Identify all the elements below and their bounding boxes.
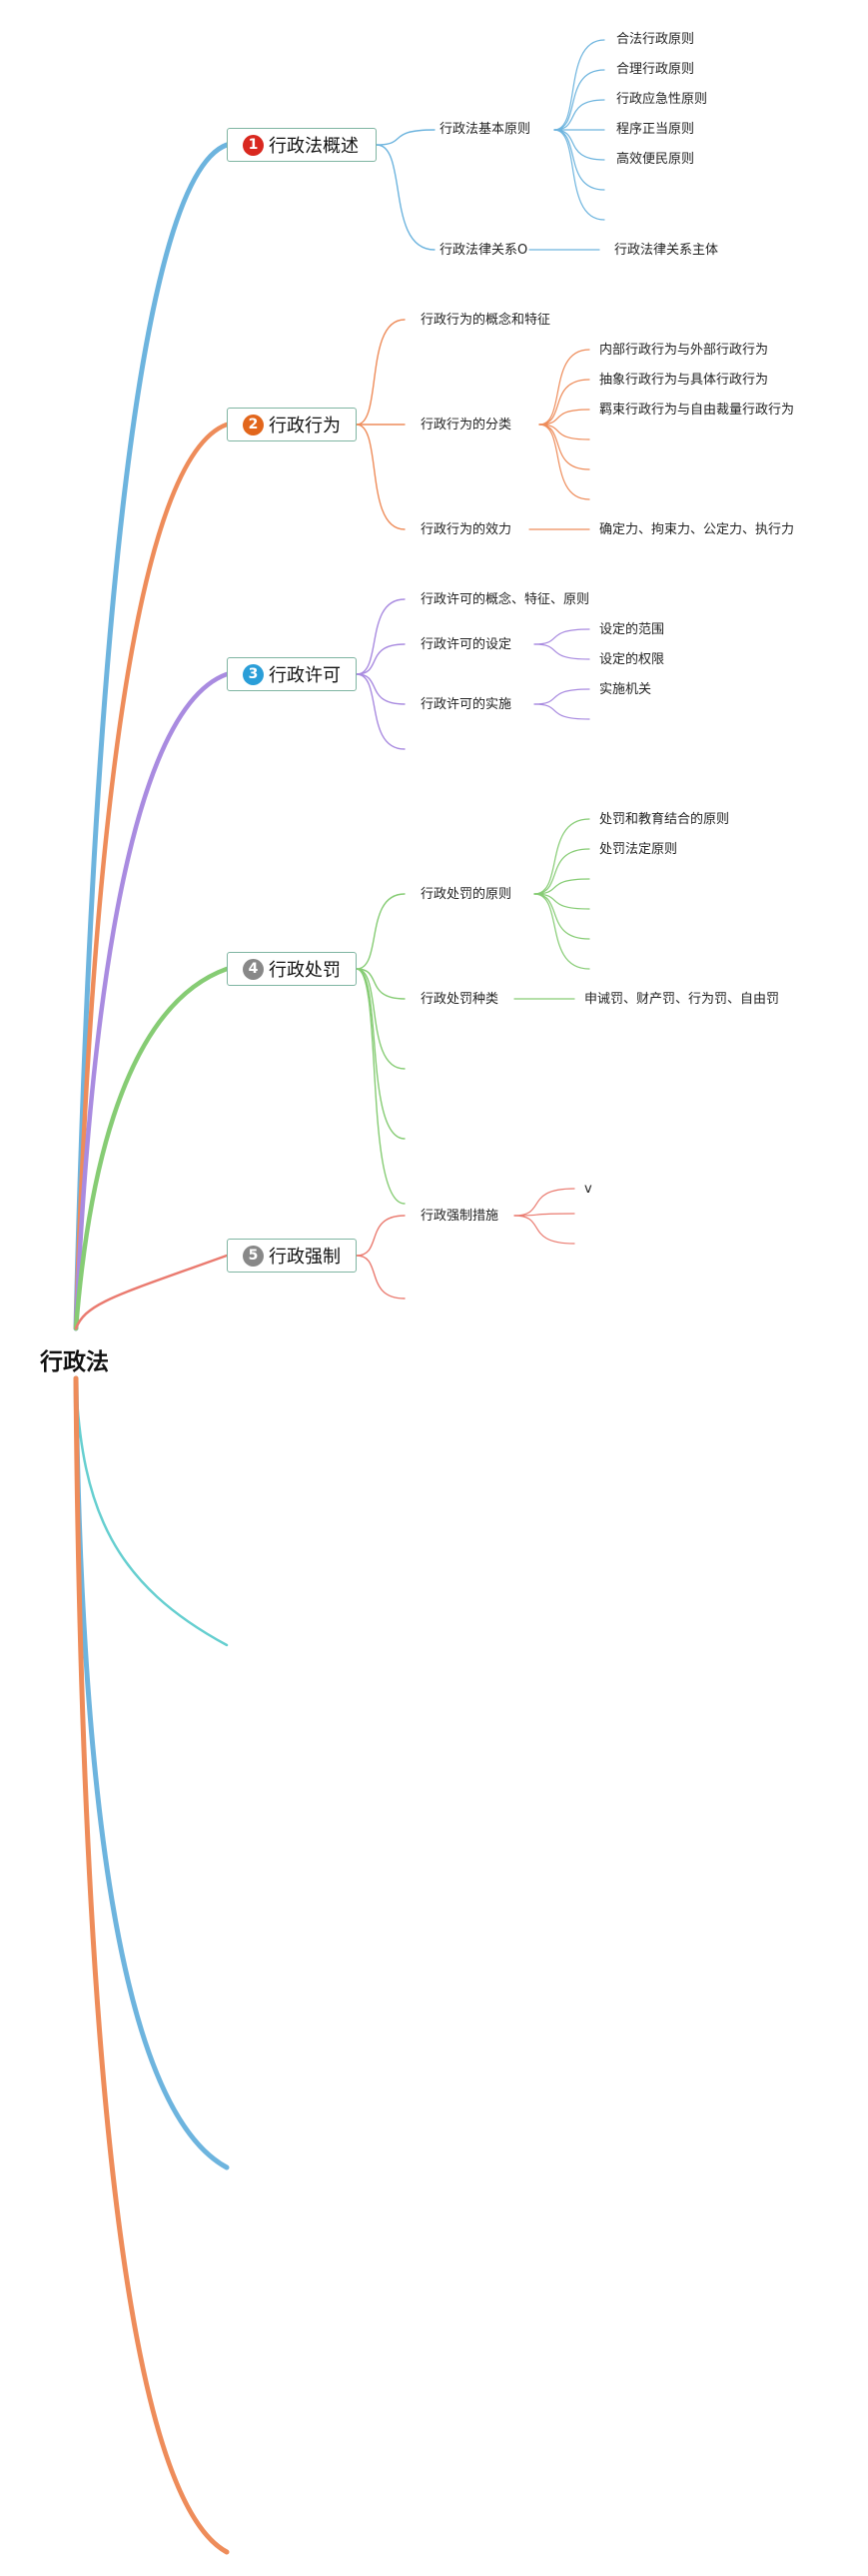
topic-1[interactable]: 1 行政法概述 (227, 128, 377, 162)
trunk-topic-5 (74, 1254, 229, 1330)
node-2-2-1[interactable]: 内部行政行为与外部行政行为 (599, 343, 769, 358)
link-5-1-0 (513, 1188, 575, 1217)
node-1-1-4[interactable]: 程序正当原则 (616, 122, 695, 137)
node-4-1-2[interactable]: 处罚法定原则 (599, 842, 678, 857)
link-5-0 (356, 1215, 406, 1257)
link-3-1 (356, 643, 406, 675)
node-1-1-3[interactable]: 行政应急性原则 (616, 92, 708, 107)
link-4-1-2 (533, 878, 590, 895)
link-4-0 (356, 893, 406, 970)
topic-2-label: 行政行为 (269, 416, 341, 436)
link-4-1-5 (533, 893, 590, 970)
link-1-1-0 (553, 39, 605, 131)
node-1-1[interactable]: 行政法基本原则 (439, 122, 531, 137)
node-2-2-2[interactable]: 抽象行政行为与具体行政行为 (599, 373, 769, 388)
node-1-2-1[interactable]: 行政法律关系主体 (614, 243, 719, 258)
node-3-2-1[interactable]: 设定的范围 (599, 622, 665, 637)
topic-5-label: 行政强制 (269, 1247, 341, 1268)
link-4-1-1 (533, 848, 590, 895)
badge-4: 4 (243, 958, 264, 980)
node-1-1-2[interactable]: 合理行政原则 (616, 62, 695, 77)
trunk-topic-3 (73, 671, 230, 1331)
topic-3-label: 行政许可 (269, 665, 341, 686)
badge-2: 2 (243, 414, 264, 435)
node-2-3[interactable]: 行政行为的效力 (421, 522, 512, 537)
link-3-3-1 (533, 703, 590, 720)
node-2-3-1[interactable]: 确定力、拘束力、公定力、执行力 (599, 522, 795, 537)
trunk-topic-1 (73, 142, 230, 1331)
node-5-1-1[interactable]: v (584, 1182, 592, 1197)
node-1-1-1[interactable]: 合法行政原则 (616, 32, 695, 47)
node-1-2[interactable]: 行政法律关系O (439, 243, 528, 258)
link-3-2 (356, 673, 406, 705)
link-3-2-1 (533, 643, 590, 660)
trunk-topic-2 (73, 422, 230, 1331)
trunk-topic-4 (73, 966, 230, 1331)
link-1-1-2 (553, 99, 605, 131)
node-3-3[interactable]: 行政许可的实施 (421, 697, 512, 712)
link-1-1 (376, 129, 435, 146)
node-3-1[interactable]: 行政许可的概念、特征、原则 (421, 592, 590, 607)
link-1-1-1 (553, 69, 605, 131)
node-3-2-2[interactable]: 设定的权限 (599, 652, 665, 667)
link-5-1-2 (513, 1215, 575, 1245)
link-2-2-3 (538, 424, 590, 440)
link-2-2-2 (538, 409, 590, 426)
link-3-0 (356, 598, 406, 675)
topic-3[interactable]: 3 行政许可 (227, 657, 357, 691)
node-4-2[interactable]: 行政处罚种类 (421, 992, 499, 1007)
node-4-2-1[interactable]: 申诫罚、财产罚、行为罚、自由罚 (584, 992, 780, 1007)
link-2-2-4 (538, 424, 590, 470)
badge-1: 1 (243, 134, 264, 156)
topic-1-label: 行政法概述 (269, 136, 359, 157)
link-2-2-1 (538, 379, 590, 426)
link-2-2 (356, 424, 406, 530)
node-4-1-1[interactable]: 处罚和教育结合的原则 (599, 812, 730, 827)
link-3-2-0 (533, 628, 590, 645)
link-4-2 (356, 968, 406, 1070)
link-2-0 (356, 319, 406, 426)
link-5-1 (356, 1255, 406, 1299)
link-2-2-5 (538, 424, 590, 500)
node-2-2[interactable]: 行政行为的分类 (421, 418, 512, 432)
node-4-1[interactable]: 行政处罚的原则 (421, 887, 512, 902)
link-4-3 (356, 968, 406, 1140)
topic-2[interactable]: 2 行政行为 (227, 408, 357, 441)
link-4-1 (356, 968, 406, 1000)
node-2-2-3[interactable]: 羁束行政行为与自由裁量行政行为 (599, 403, 795, 418)
badge-5: 5 (243, 1245, 264, 1267)
topic-4[interactable]: 4 行政处罚 (227, 952, 357, 986)
link-3-3-0 (533, 688, 590, 705)
badge-3: 3 (243, 663, 264, 685)
link-2-2-0 (538, 349, 590, 426)
trunk-empty-orange (73, 1375, 230, 2555)
link-3-3 (356, 673, 406, 750)
link-4-1-3 (533, 893, 590, 910)
node-3-2[interactable]: 行政许可的设定 (421, 637, 512, 652)
link-1-1-4 (553, 129, 605, 161)
link-1-2 (376, 144, 435, 251)
node-5-1[interactable]: 行政强制措施 (421, 1209, 499, 1224)
link-4-1-4 (533, 893, 590, 940)
topic-4-label: 行政处罚 (269, 960, 341, 981)
link-1-1-6 (553, 129, 605, 221)
trunk-empty-cyan (74, 1376, 229, 1647)
root-topic[interactable]: 行政法 (40, 1349, 109, 1375)
link-4-1-0 (533, 818, 590, 895)
topic-5[interactable]: 5 行政强制 (227, 1239, 357, 1273)
link-5-1-1 (513, 1213, 575, 1217)
link-4-4 (356, 968, 406, 1205)
node-1-1-5[interactable]: 高效便民原则 (616, 152, 695, 167)
node-2-1[interactable]: 行政行为的概念和特征 (421, 313, 551, 328)
node-3-3-1[interactable]: 实施机关 (599, 682, 652, 697)
